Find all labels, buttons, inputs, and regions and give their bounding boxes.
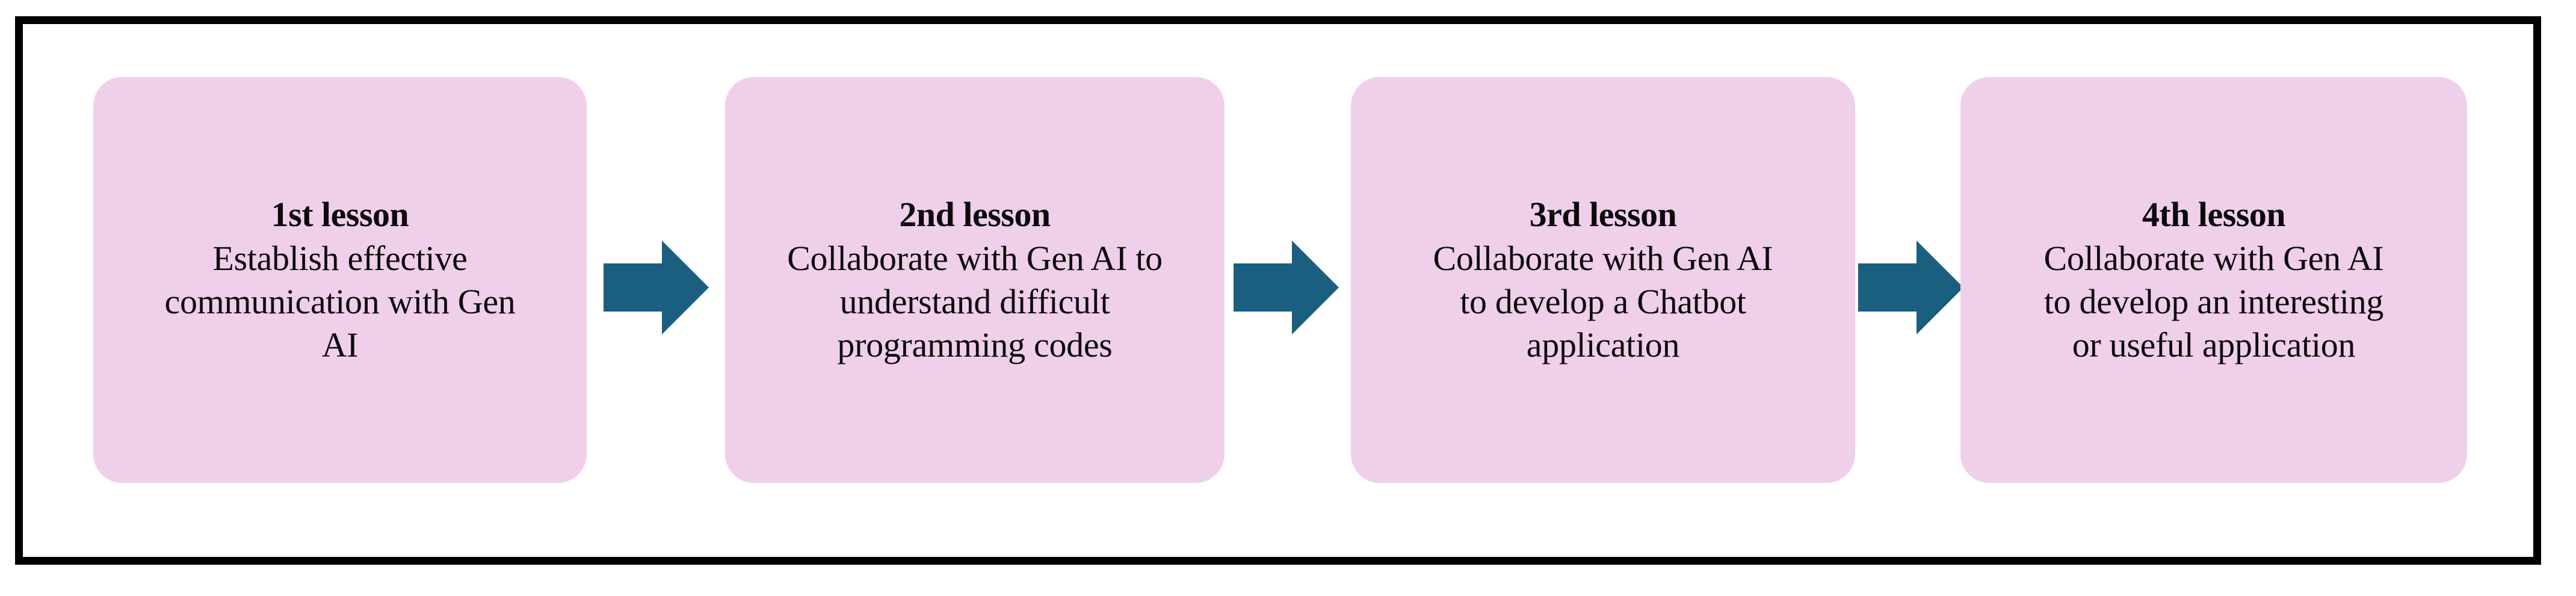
lesson-step-3[interactable]: 3rd lesson Collaborate with Gen AI to de… — [1351, 77, 1855, 483]
lesson-step-4-description: Collaborate with Gen AI to develop an in… — [2043, 239, 2384, 365]
lesson-step-1-title: 1st lesson — [271, 194, 409, 234]
arrow-right-icon — [604, 241, 709, 334]
lesson-step-4[interactable]: 4th lesson Collaborate with Gen AI to de… — [1960, 77, 2467, 483]
lesson-step-2[interactable]: 2nd lesson Collaborate with Gen AI to un… — [725, 77, 1225, 483]
lesson-step-4-title: 4th lesson — [2142, 194, 2286, 234]
arrow-right-icon — [1858, 241, 1963, 334]
lesson-step-2-description: Collaborate with Gen AI to understand di… — [787, 239, 1163, 365]
lesson-step-3-description: Collaborate with Gen AI to develop a Cha… — [1433, 239, 1773, 365]
lesson-step-2-title: 2nd lesson — [899, 194, 1051, 234]
lesson-step-1[interactable]: 1st lesson Establish effective communica… — [93, 77, 587, 483]
lesson-step-3-title: 3rd lesson — [1529, 194, 1677, 234]
lesson-step-1-description: Establish effective communication with G… — [164, 239, 516, 365]
arrow-right-icon — [1234, 241, 1339, 334]
